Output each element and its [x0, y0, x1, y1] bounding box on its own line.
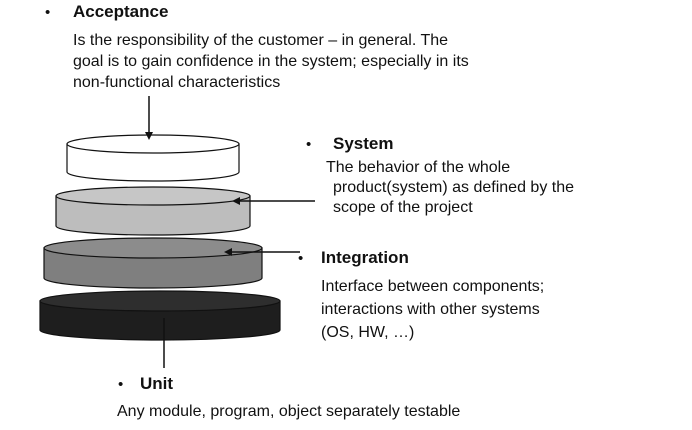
integration-title: Integration: [321, 248, 409, 267]
unit-description: Any module, program, object separately t…: [117, 401, 460, 422]
system-bullet: •: [306, 136, 312, 153]
acceptance-description: Is the responsibility of the customer – …: [73, 30, 469, 93]
system-line: The behavior of the whole: [326, 159, 511, 176]
integration-disk-side: [43, 247, 263, 289]
integration-bullet: •: [298, 250, 304, 267]
system-description: The behavior of the whole product(system…: [326, 158, 574, 218]
unit-disk-top: [39, 290, 281, 312]
integration-line: (OS, HW, …): [321, 324, 415, 341]
integration-description: Interface between components; interactio…: [321, 275, 544, 344]
unit-title: Unit: [140, 374, 174, 393]
system-disk: [55, 186, 251, 236]
acceptance-disk-side: [66, 143, 240, 182]
acceptance-title: Acceptance: [73, 2, 169, 21]
acceptance-disk: [66, 134, 240, 182]
system-line: scope of the project: [333, 199, 473, 216]
acceptance-bullet: •: [45, 4, 51, 21]
unit-disk: [39, 290, 281, 341]
system-line: product(system) as defined by the: [333, 179, 575, 196]
acceptance-disk-top: [66, 134, 240, 154]
system-connector-head: [232, 197, 240, 205]
unit-line: Any module, program, object separately t…: [117, 403, 461, 420]
acceptance-line: goal is to gain confidence in the system…: [73, 53, 469, 70]
unit-bullet: •: [118, 376, 124, 393]
system-title: System: [333, 134, 394, 153]
integration-line: Interface between components;: [321, 278, 545, 295]
acceptance-connector-head: [145, 132, 153, 140]
integration-line: interactions with other systems: [321, 301, 540, 318]
integration-disk: [43, 237, 263, 289]
integration-connector-head: [224, 248, 232, 256]
system-disk-side: [55, 195, 251, 236]
system-disk-top: [55, 186, 251, 206]
acceptance-line: non-functional characteristics: [73, 74, 281, 91]
acceptance-line: Is the responsibility of the customer – …: [73, 32, 449, 49]
integration-disk-top: [43, 237, 263, 259]
